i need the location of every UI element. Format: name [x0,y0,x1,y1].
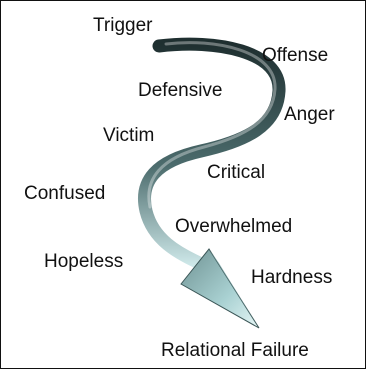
label-overwhelmed: Overwhelmed [175,216,293,237]
arrow-shaft-highlight [147,41,277,209]
arrow-shaft [138,37,286,273]
label-confused: Confused [24,183,106,204]
label-critical: Critical [207,162,266,183]
label-hardness: Hardness [251,267,333,288]
arrow-head-shade [209,249,259,328]
label-victim: Victim [103,125,155,146]
label-anger: Anger [284,104,335,125]
label-hopeless: Hopeless [44,251,124,272]
label-offense: Offense [262,45,329,66]
label-trigger: Trigger [93,15,153,36]
label-defensive: Defensive [138,80,223,101]
label-relational-failure: Relational Failure [161,340,309,361]
